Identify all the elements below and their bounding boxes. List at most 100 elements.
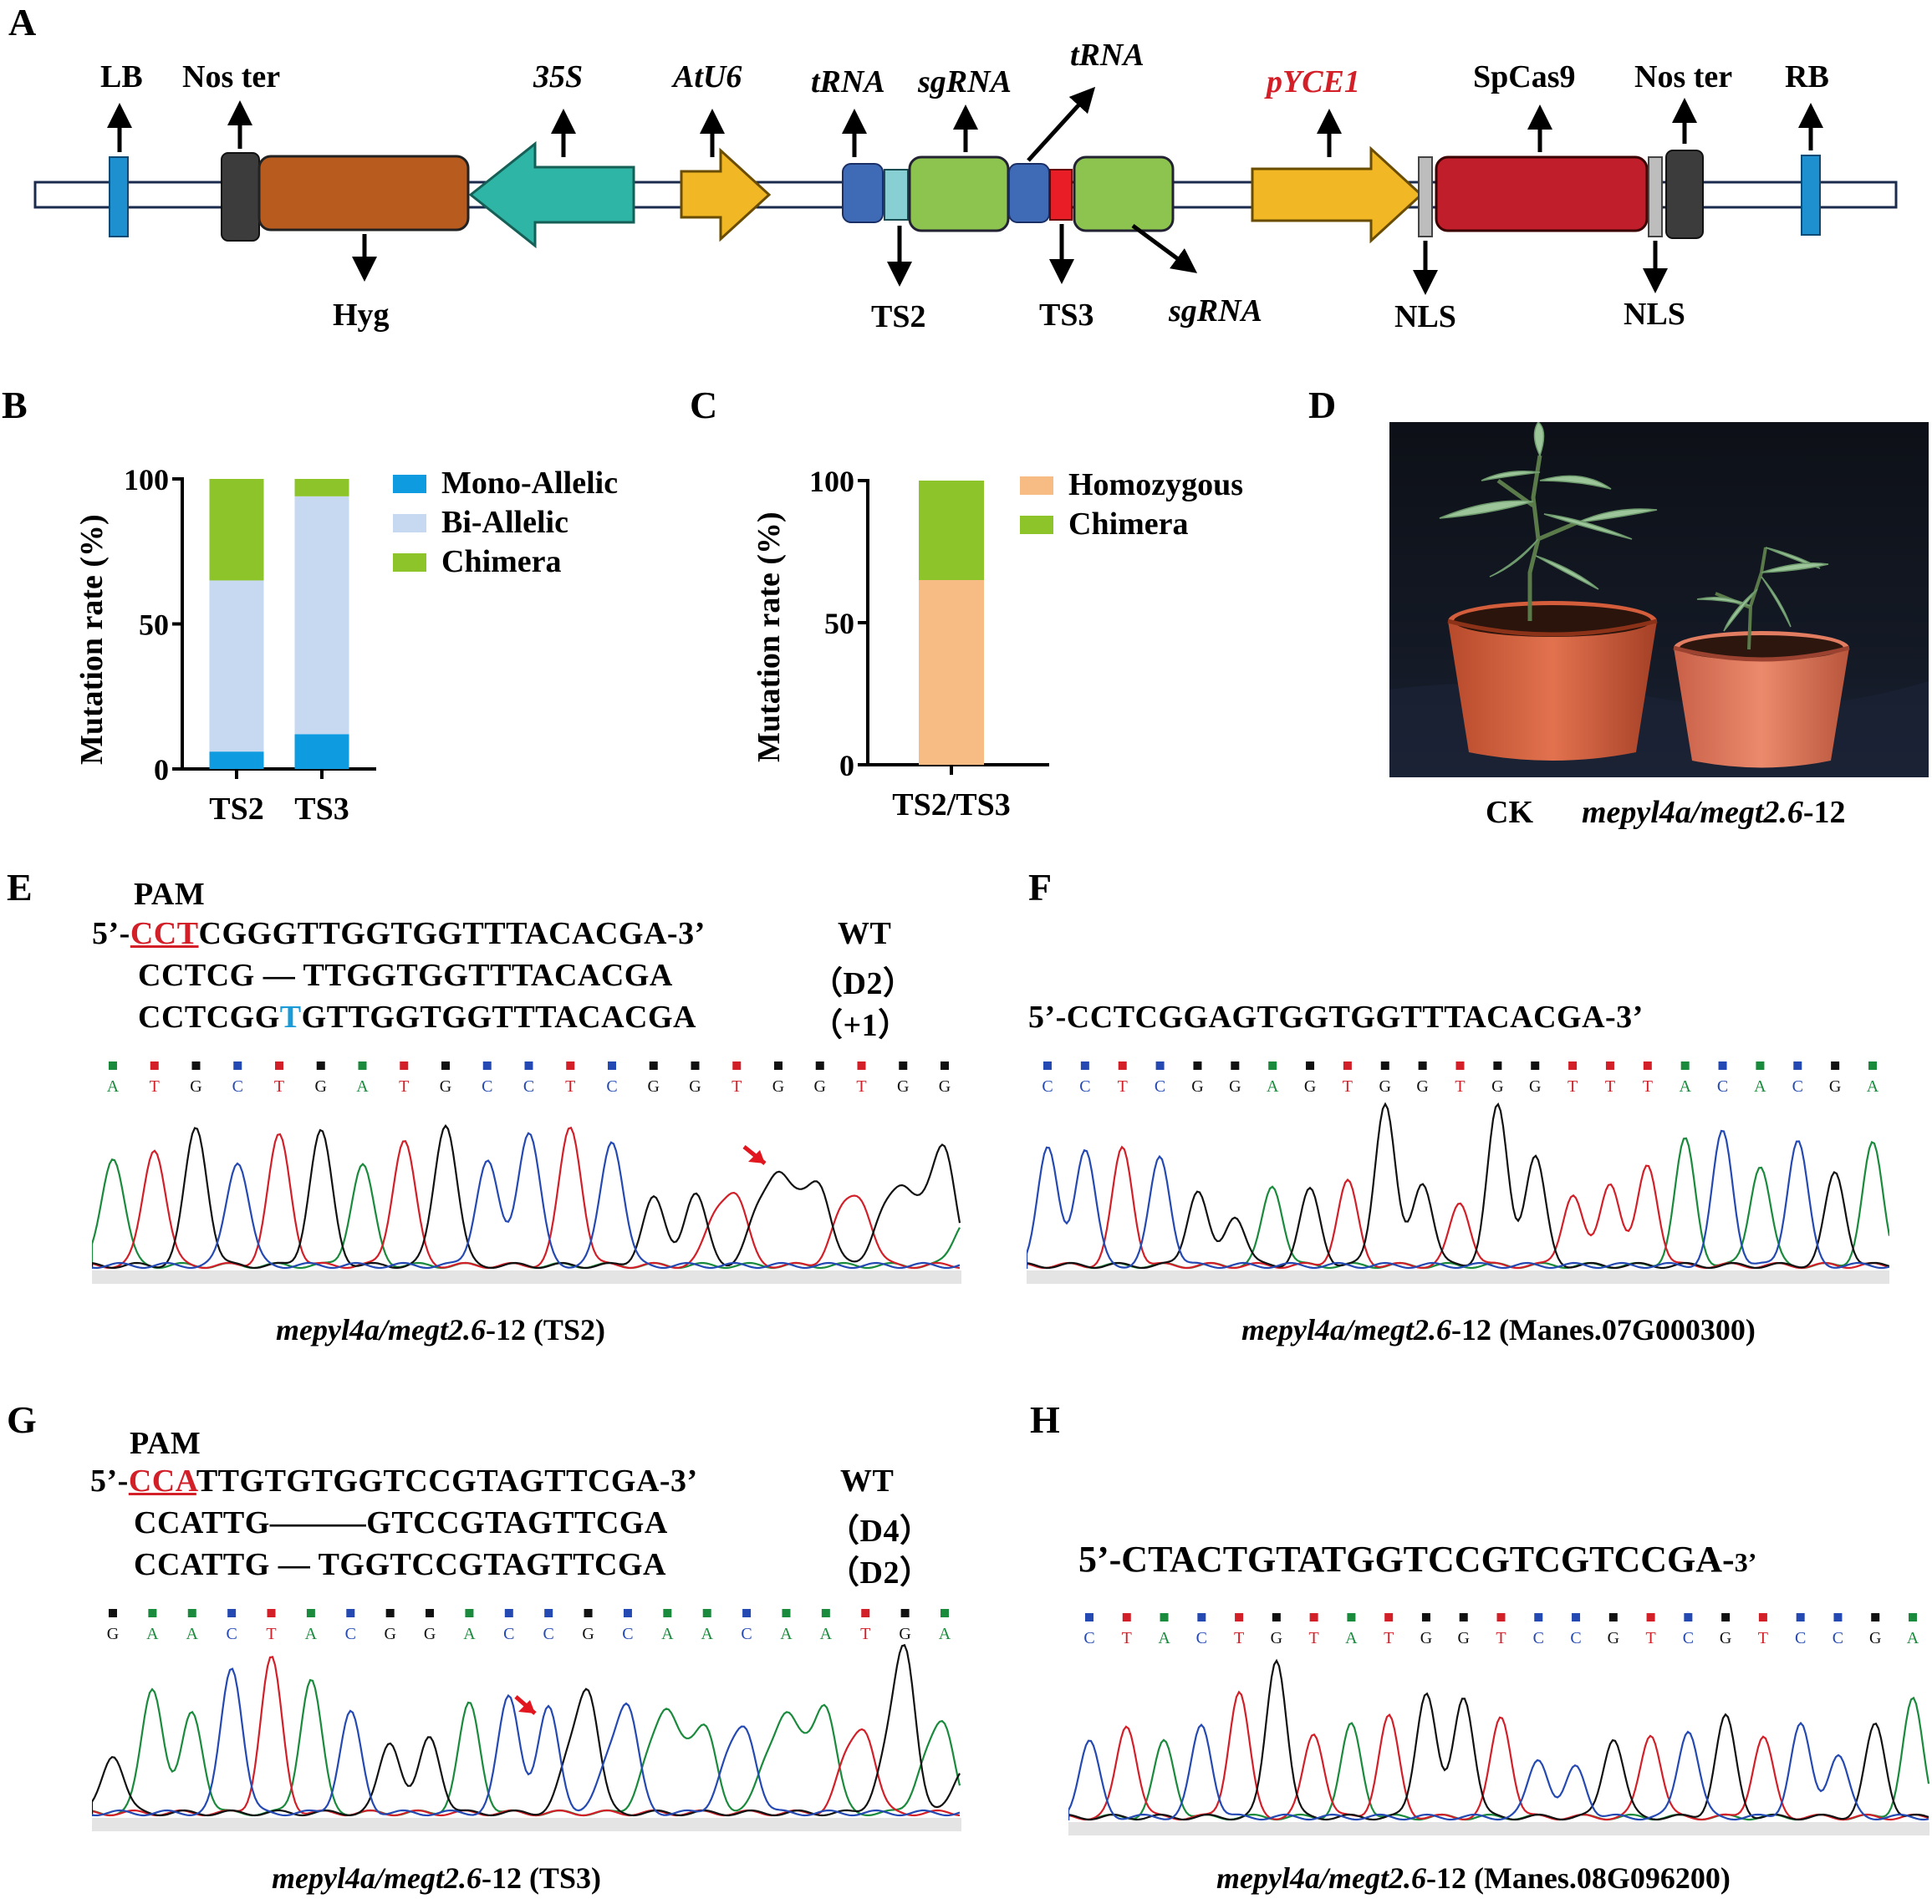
- chrom-e-baseline-band: [92, 1270, 961, 1284]
- ck-pot: [1447, 601, 1658, 761]
- panel-letter-b: B: [2, 384, 28, 426]
- chrom-g-base-marker-4: [267, 1609, 276, 1617]
- chrom-e-trace-t: [92, 1126, 961, 1270]
- chart-c-legend-label-1: Chimera: [1068, 507, 1189, 542]
- chrom-h-base-marker-9: [1421, 1613, 1430, 1621]
- chrom-g-base-letter-15: A: [701, 1625, 713, 1643]
- chrom-h-base-letter-19: C: [1795, 1629, 1806, 1647]
- chrom-e-cut-arrowhead: [748, 1150, 765, 1163]
- chrom-f-base-marker-7: [1306, 1061, 1315, 1070]
- chart-b-xtick-label-0: TS2: [209, 792, 263, 827]
- chrom-g-base-marker-3: [227, 1609, 237, 1617]
- chrom-f-base-marker-0: [1043, 1061, 1052, 1070]
- chrom-e-base-letter-20: G: [939, 1077, 951, 1096]
- photo-label-mutant: mepyl4a/megt2.6-12: [1582, 795, 1846, 830]
- chrom-f-base-marker-17: [1680, 1061, 1690, 1070]
- e-pam-label: PAM: [134, 877, 206, 912]
- chrom-f-base-marker-16: [1643, 1061, 1652, 1070]
- chrom-h-base-letter-13: C: [1570, 1629, 1581, 1647]
- chrom-f-trace-t: [1027, 1145, 1889, 1270]
- chrom-h-base-letter-18: T: [1758, 1629, 1768, 1647]
- chrom-e-base-marker-7: [400, 1061, 409, 1070]
- nls-right-box: [1648, 156, 1663, 237]
- chrom-f-base-letter-16: T: [1643, 1077, 1653, 1096]
- chrom-g-base-marker-0: [109, 1609, 117, 1617]
- chrom-e-base-marker-6: [358, 1061, 367, 1070]
- chrom-e-base-marker-8: [441, 1061, 450, 1070]
- panel-letter-a: A: [8, 1, 37, 43]
- chrom-e-base-letter-19: G: [897, 1077, 909, 1096]
- chart-c-ytick-label-1: 50: [824, 607, 854, 640]
- chrom-f-base-marker-15: [1605, 1061, 1614, 1070]
- chart-c-bar-TS2/TS3-homozygous: [919, 580, 984, 765]
- chrom-h-base-marker-20: [1833, 1613, 1843, 1621]
- chrom-e-base-letter-12: C: [606, 1077, 617, 1096]
- pyce1-arrow: [1251, 145, 1424, 244]
- chrom-h-baseline-band: [1068, 1822, 1929, 1835]
- chrom-e-base-marker-12: [608, 1061, 616, 1070]
- chrom-e-base-letter-13: G: [648, 1077, 660, 1096]
- chrom-h-base-letter-6: T: [1309, 1629, 1319, 1647]
- e-mut1-tag: （D2）: [811, 966, 915, 1001]
- chrom-h-base-letter-2: A: [1158, 1629, 1170, 1647]
- chart-b-legend-label-0: Mono-Allelic: [441, 466, 618, 501]
- chrom-h-base-marker-3: [1197, 1613, 1206, 1621]
- chrom-e-base-letter-16: G: [772, 1077, 784, 1096]
- chrom-e-base-letter-14: G: [689, 1077, 701, 1096]
- chrom-f-base-marker-4: [1193, 1061, 1202, 1070]
- chrom-f-base-marker-21: [1831, 1061, 1840, 1070]
- chrom-g-base-letter-3: C: [226, 1625, 237, 1643]
- chart-c-bar-TS2/TS3-chimera: [919, 481, 984, 580]
- atu6-arrow: [680, 147, 772, 242]
- chrom-f-base-marker-20: [1793, 1061, 1802, 1070]
- chrom-g-base-letter-1: A: [146, 1625, 159, 1643]
- chrom-g-base-marker-7: [385, 1609, 395, 1617]
- panel-letter-c: C: [690, 384, 718, 426]
- chrom-e-base-marker-13: [649, 1061, 658, 1070]
- chrom-h-trace-a: [1068, 1696, 1929, 1821]
- chrom-g-base-letter-20: G: [899, 1625, 910, 1643]
- label-nos-ter-right: Nos ter: [1634, 59, 1733, 94]
- g-wt-sequence: 5’-CCATTGTGTGGTCCGTAGTTCGA-3’: [90, 1464, 698, 1499]
- chrom-g-base-letter-14: A: [661, 1625, 674, 1643]
- chart-b-legend-swatch-1: [393, 514, 426, 532]
- chrom-e-trace-c: [92, 1132, 961, 1270]
- chrom-h-base-letter-10: G: [1458, 1629, 1470, 1647]
- chrom-h-base-letter-4: T: [1234, 1629, 1244, 1647]
- chart-c-ytick-label-0: 0: [839, 749, 854, 782]
- f-caption: mepyl4a/megt2.6-12 (Manes.07G000300): [1241, 1313, 1756, 1347]
- chrom-g-base-letter-21: A: [939, 1625, 951, 1643]
- ts3-box: [1049, 169, 1073, 221]
- chrom-h-base-letter-11: T: [1496, 1629, 1506, 1647]
- chrom-g-trace-c: [92, 1667, 961, 1817]
- chrom-f-base-marker-19: [1756, 1061, 1765, 1070]
- chrom-g-base-marker-13: [623, 1609, 632, 1617]
- chrom-e-base-marker-4: [275, 1061, 283, 1070]
- chrom-h-base-marker-17: [1721, 1613, 1731, 1621]
- chrom-g-cut-arrowhead: [518, 1700, 535, 1713]
- chrom-g-base-letter-16: C: [741, 1625, 752, 1643]
- chrom-g-base-marker-6: [346, 1609, 355, 1617]
- chrom-g-base-letter-12: G: [582, 1625, 594, 1643]
- chrom-h-base-marker-7: [1347, 1613, 1356, 1621]
- spcas9-box: [1435, 155, 1649, 232]
- chrom-e-base-marker-17: [815, 1061, 824, 1070]
- chart-b-legend-label-1: Bi-Allelic: [441, 505, 568, 540]
- label-rb: RB: [1785, 59, 1829, 94]
- chrom-h-base-letter-14: G: [1608, 1629, 1619, 1647]
- chrom-h-base-marker-12: [1534, 1613, 1543, 1621]
- chrom-g-base-marker-1: [148, 1609, 157, 1617]
- e-wt-sequence: 5’-CCTCGGGTTGGTGGTTTACACGA-3’: [92, 916, 706, 951]
- chrom-f-base-letter-20: C: [1792, 1077, 1803, 1096]
- chrom-h-base-marker-11: [1496, 1613, 1506, 1621]
- chrom-h-base-marker-6: [1309, 1613, 1318, 1621]
- label-ts2: TS2: [871, 299, 926, 334]
- chart-b-bar-TS3-chimera: [294, 479, 349, 496]
- nos-ter-left-box: [221, 152, 260, 242]
- chrom-e-base-marker-16: [774, 1061, 782, 1070]
- chrom-h-base-letter-21: G: [1869, 1629, 1881, 1647]
- chart-c-legend-swatch-0: [1020, 476, 1053, 495]
- chrom-g-base-letter-2: A: [186, 1625, 199, 1643]
